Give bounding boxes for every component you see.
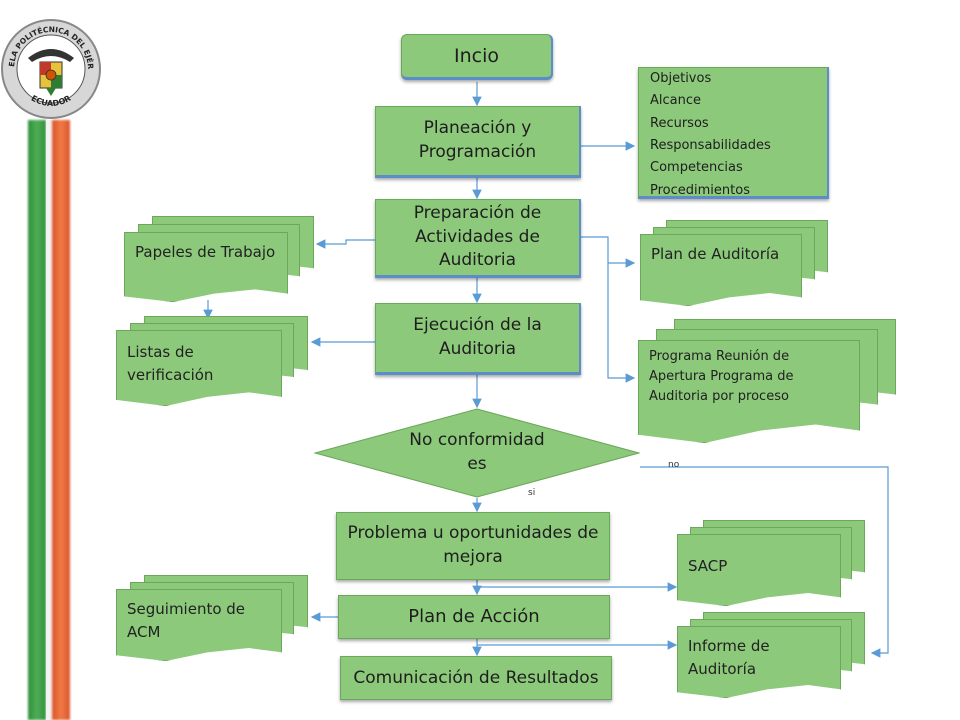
espe-logo: ESCUELA POLITÉCNICA DEL EJÉRCITO ECUADOR: [0, 11, 102, 120]
si-label: si: [528, 488, 536, 498]
decision-label: No conformidades: [409, 430, 545, 474]
papeles-doc: Papeles de Trabajo: [124, 216, 316, 302]
papeles-label: Papeles de Trabajo: [135, 243, 276, 261]
plan-auditoria-label: Plan de Auditoría: [651, 245, 780, 263]
programa-doc: Programa Reunión de Apertura Programa de…: [638, 319, 898, 443]
problema-node: Problema u oportunidades de mejora: [336, 512, 610, 580]
arrow-preparacion-papeles: [315, 239, 375, 249]
arrow-preparacion-plan: [581, 236, 636, 268]
seguimiento-doc: Seguimiento de ACM: [116, 575, 310, 661]
arrow-problema-sacp: [476, 580, 678, 592]
decision-node: No conformidades: [314, 408, 640, 498]
objetivos-item: Competencias: [650, 160, 743, 176]
comunicacion-node: Comunicación de Resultados: [340, 656, 612, 700]
white-stripe: [46, 120, 52, 720]
comunicacion-label: Comunicación de Resultados: [353, 667, 599, 688]
inicio-label: Incio: [454, 44, 499, 67]
programa-label: Programa Reunión de Apertura Programa de…: [649, 349, 794, 405]
planeacion-label: Planeación y Programación: [418, 118, 537, 162]
inicio-node: Incio: [401, 34, 553, 80]
ejecucion-label: Ejecución de la Auditoria: [413, 315, 542, 359]
listas-label: Listas de verificación: [127, 343, 214, 385]
plan-auditoria-doc: Plan de Auditoría: [640, 220, 830, 306]
plan-accion-label: Plan de Acción: [408, 606, 540, 628]
seguimiento-label: Seguimiento de ACM: [127, 600, 246, 642]
arrow-no-informe: [640, 466, 889, 658]
green-stripe: [28, 120, 46, 720]
svg-text:ECUADOR: ECUADOR: [30, 94, 73, 108]
informe-doc: Informe de Auditoría: [677, 612, 867, 698]
logo-text-bottom: ECUADOR: [30, 94, 73, 108]
objetivos-item: Recursos: [650, 115, 709, 131]
sacp-doc: SACP: [677, 520, 867, 606]
no-label: no: [668, 460, 680, 470]
sacp-label: SACP: [688, 557, 728, 576]
arrow-preparacion-programa: [607, 263, 636, 383]
problema-label: Problema u oportunidades de mejora: [347, 523, 599, 567]
informe-label: Informe de Auditoría: [688, 637, 770, 679]
objetivos-item: Procedimientos: [650, 182, 750, 198]
planeacion-node: Planeación y Programación: [375, 106, 581, 178]
ejecucion-node: Ejecución de la Auditoria: [375, 303, 581, 375]
preparacion-node: Preparación de Actividades de Auditoria: [375, 199, 581, 278]
orange-stripe: [52, 120, 70, 720]
objetivos-item: Responsabilidades: [650, 138, 771, 154]
objetivos-item: Objetivos: [650, 71, 712, 86]
objetivos-item: Alcance: [650, 93, 702, 109]
listas-doc: Listas de verificación: [116, 316, 310, 406]
preparacion-label: Preparación de Actividades de Auditoria: [413, 202, 542, 271]
plan-accion-node: Plan de Acción: [338, 595, 610, 639]
